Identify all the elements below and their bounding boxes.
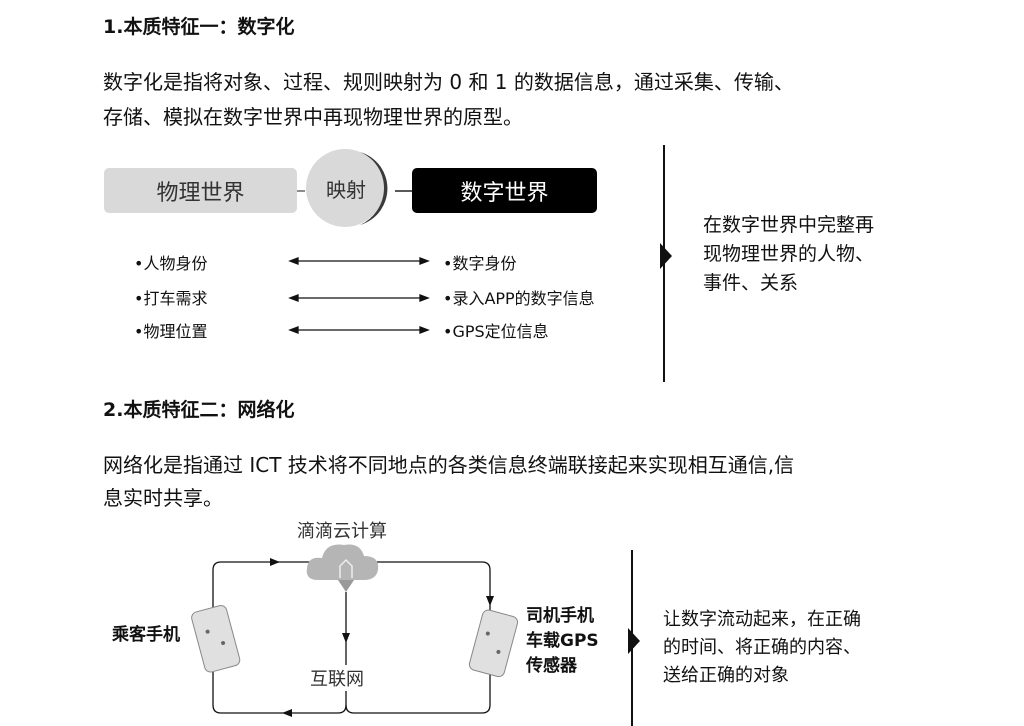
section2-paragraph-line2: 息实时共享。	[103, 486, 223, 510]
section1-paragraph-line1: 数字化是指将对象、过程、规则映射为 0 和 1 的数据信息，通过采集、传输、	[103, 70, 794, 94]
mapping-circle	[306, 149, 384, 227]
cloud-icon	[306, 544, 379, 592]
conclusion-line: 现物理世界的人物、	[703, 243, 875, 265]
network-lines	[212, 561, 491, 714]
passenger-phone-icon	[191, 605, 241, 673]
conclusion-1: 在数字世界中完整再 现物理世界的人物、 事件、关系	[703, 211, 874, 298]
left-item: •打车需求	[134, 289, 208, 308]
internet-label: 互联网	[310, 665, 364, 691]
crescent-shape	[360, 152, 388, 225]
section1-paragraph-line2: 存储、模拟在数字世界中再现物理世界的原型。	[103, 105, 523, 129]
conclusion-line: 让数字流动起来，在正确	[663, 609, 861, 630]
cloud-label: 滴滴云计算	[297, 521, 387, 542]
digital-world-box: 数字世界	[412, 168, 597, 213]
left-item: •物理位置	[134, 322, 208, 341]
left-item: •人物身份	[134, 254, 208, 273]
passenger-label: 乘客手机	[112, 625, 180, 645]
driver-label: 司机手机 车载GPS 传感器	[526, 604, 599, 679]
conclusion-line: 的时间、将正确的内容、	[663, 637, 861, 658]
mapping-arrows	[288, 257, 430, 334]
right-item: •录入APP的数字信息	[443, 289, 595, 308]
conclusion-line: 在数字世界中完整再	[703, 214, 875, 236]
driver-label-line: 司机手机	[526, 606, 594, 626]
conclusion-line: 事件、关系	[703, 272, 799, 294]
driver-label-line: 传感器	[526, 656, 577, 676]
physical-world-box: 物理世界	[104, 168, 297, 213]
triangle-arrow-icon-2	[628, 628, 640, 654]
section2-heading: 2.本质特征二：网络化	[103, 399, 295, 421]
mapping-label: 映射	[326, 178, 366, 202]
section1-heading: 1.本质特征一：数字化	[103, 16, 295, 38]
driver-phone-icon	[468, 609, 519, 678]
right-item: •数字身份	[443, 254, 517, 273]
driver-label-line: 车载GPS	[526, 631, 599, 651]
conclusion-2: 让数字流动起来，在正确 的时间、将正确的内容、 送给正确的对象	[663, 606, 861, 690]
triangle-arrow-icon	[660, 243, 672, 269]
section2-paragraph-line1: 网络化是指通过 ICT 技术将不同地点的各类信息终端联接起来实现相互通信,信	[103, 453, 795, 477]
right-item: •GPS定位信息	[443, 322, 549, 341]
conclusion-line: 送给正确的对象	[663, 665, 789, 686]
